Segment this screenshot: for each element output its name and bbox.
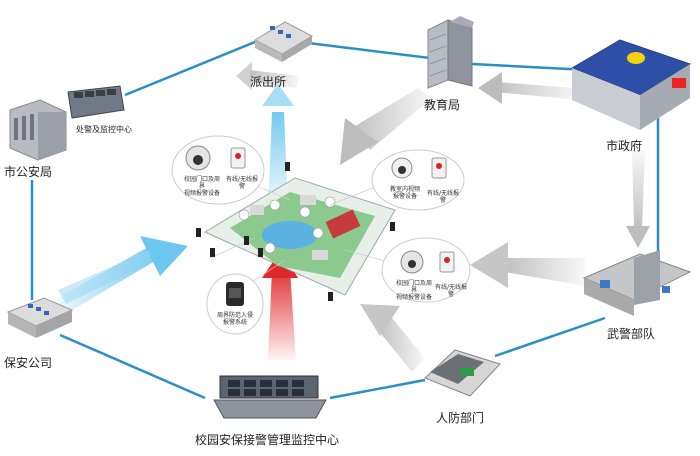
arrow-campus-red — [268, 270, 296, 360]
arrow-armed-shaft — [505, 258, 585, 286]
arrow-security-head — [140, 236, 188, 276]
arrow-armed-head — [470, 242, 508, 288]
arrow-police-shaft — [250, 70, 300, 88]
label-campus-center: 校园安保接警管理监控中心 — [195, 433, 340, 447]
civil-defense-building — [424, 349, 501, 397]
label-dispatch-center: 处警及监控中心 — [76, 125, 132, 134]
arrow-government-head — [478, 72, 502, 104]
monitoring-wall — [213, 375, 327, 419]
police-station-building — [253, 21, 314, 62]
label-city-police-bureau: 市公安局 — [4, 165, 53, 179]
security-company-building — [6, 297, 74, 338]
label-municipal-government: 市政府 — [606, 139, 643, 153]
arrow-civil-head — [360, 304, 400, 336]
device-bubble-intrusion — [206, 273, 264, 335]
label-civil-defense: 人防部门 — [436, 411, 485, 425]
arrow-gov-down-head — [626, 226, 650, 248]
label-security-company: 保安公司 — [4, 356, 53, 370]
device-bubble-top — [171, 135, 265, 205]
label-gate-camera-bottom: 校园门口及周界视频报警设备 — [395, 280, 432, 301]
dispatch-center-console — [67, 85, 125, 119]
label-education-bureau: 教育局 — [424, 98, 461, 112]
arrow-police-head — [236, 62, 252, 90]
municipal-government-building — [570, 39, 692, 130]
label-alarm-right: 有线/无线报警 — [426, 190, 460, 204]
arrow-police-down-head — [262, 84, 294, 106]
arrow-security-wide — [58, 250, 152, 304]
arrow-government — [495, 82, 580, 100]
campus-map — [196, 162, 401, 301]
label-armed-police: 武警部队 — [607, 327, 656, 341]
label-alarm-bottom: 有线/无线报警 — [434, 284, 468, 298]
arrow-gov-down-shaft — [632, 150, 645, 228]
label-gate-camera-top: 校园门口及周界视频报警设备 — [183, 176, 220, 197]
arrow-security-shaft — [50, 246, 160, 316]
label-alarm-top: 有线/无线报警 — [225, 176, 259, 190]
arrow-civil-shaft — [378, 318, 425, 372]
arrow-education-head — [340, 118, 378, 165]
device-bubble-right-bottom — [381, 237, 471, 303]
gray-arrows — [236, 62, 650, 372]
device-bubble-right-top — [371, 149, 465, 211]
blue-arrows — [50, 84, 294, 316]
city-police-building — [9, 99, 67, 161]
label-classroom-camera: 教室内视频报警设备 — [389, 186, 420, 200]
arrow-education — [352, 88, 432, 150]
label-police-station: 派出所 — [250, 75, 287, 89]
education-bureau-building — [427, 16, 474, 89]
armed-police-building — [582, 250, 692, 316]
label-intrusion-sensor: 周界防范入侵报警系统 — [216, 312, 253, 326]
network-links — [30, 38, 660, 400]
